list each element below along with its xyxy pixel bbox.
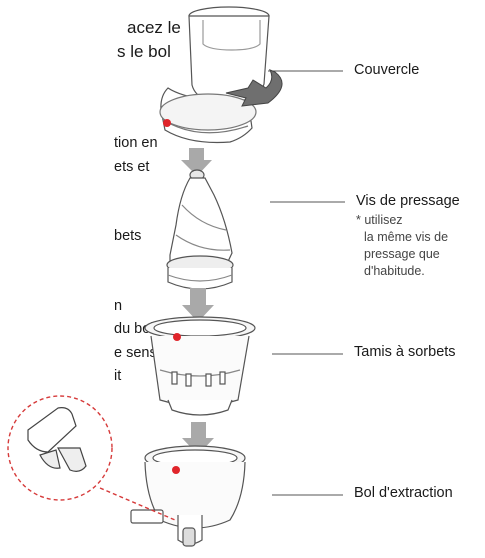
bowl-illustration xyxy=(131,446,245,546)
marker-dot-strainer xyxy=(173,333,181,341)
lid-illustration xyxy=(160,7,269,143)
marker-dot-bowl xyxy=(172,466,180,474)
screw-illustration xyxy=(167,170,233,289)
detail-spout-illustration xyxy=(28,408,86,472)
marker-dot-lid xyxy=(163,119,171,127)
strainer-illustration xyxy=(145,317,255,415)
